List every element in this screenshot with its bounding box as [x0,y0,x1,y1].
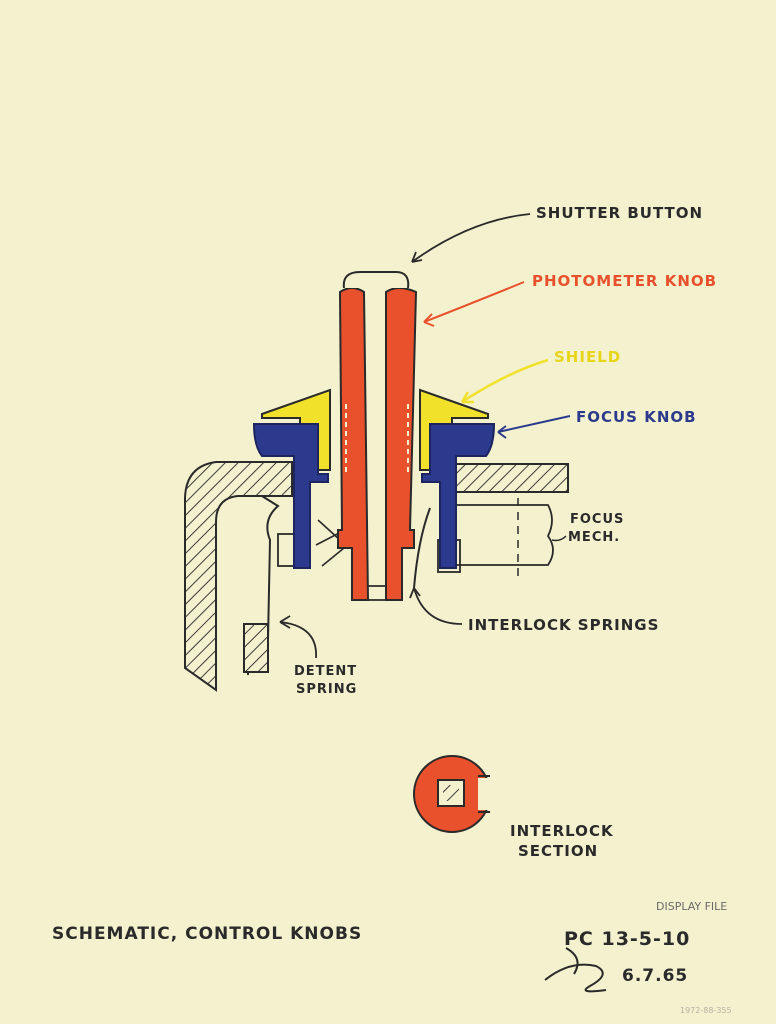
label-shutter-button: SHUTTER BUTTON [536,204,704,222]
leader-photometer [423,281,525,323]
focus-knob-right [421,423,496,569]
reference-number: PC 13-5-10 [564,928,691,950]
label-interlock-springs: INTERLOCK SPRINGS [468,616,660,634]
interlock-section [413,755,500,833]
label-focus-mech-line2: MECH. [568,530,621,545]
drawing-title: SCHEMATIC, CONTROL KNOBS [52,924,363,944]
label-focus-mech-line1: FOCUS [570,512,625,527]
top-plate [451,463,569,493]
label-focus-knob: FOCUS KNOB [576,408,697,426]
focus-knob-left [252,423,329,569]
leader-focus-knob [497,415,571,433]
label-photometer-knob: PHOTOMETER KNOB [532,272,718,290]
label-detent-spring-line1: DETENT [294,664,358,679]
leader-focus-mech [551,535,567,542]
drawing-date: 6.7.65 [622,966,689,986]
photometer-knob-right [385,287,418,601]
label-shield: SHIELD [554,348,622,366]
leader-shutter [411,213,531,263]
label-interlock-section-line2: SECTION [518,842,599,860]
signature [544,947,607,993]
leader-detent [279,621,317,659]
detent-spring [247,495,280,675]
label-interlock-section-line1: INTERLOCK [510,822,614,840]
leader-interlock [413,587,463,625]
label-detent-spring-line2: SPRING [296,682,358,697]
housing-wall [184,461,293,692]
photometer-knob-left [337,287,370,601]
interlock-spring [413,507,431,589]
shutter-button [342,271,410,289]
leader-shield [461,358,549,404]
focus-mech-box [452,504,554,566]
display-file-stamp: DISPLAY FILE [656,900,728,913]
catalog-number: 1972-88-355 [680,1006,732,1015]
